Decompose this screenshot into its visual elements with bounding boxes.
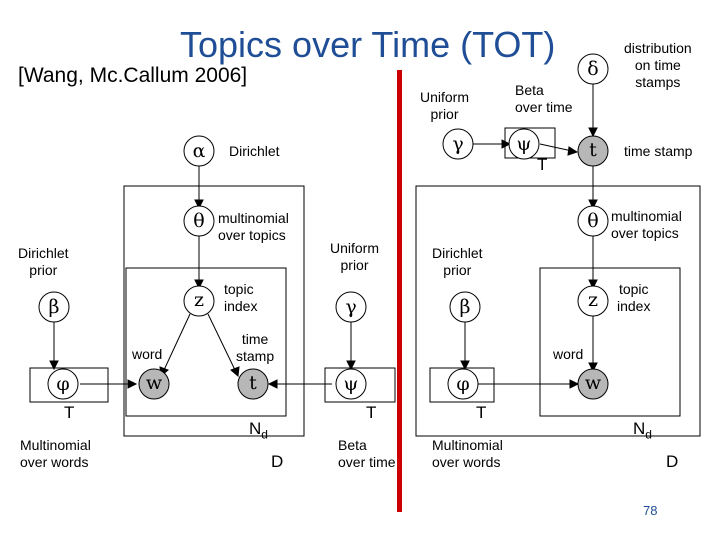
arrowhead <box>569 379 580 389</box>
plate-T-phi-left <box>29 367 109 403</box>
arrowhead <box>588 199 598 210</box>
arrowhead <box>267 379 278 389</box>
symbol-t-right: t <box>589 139 597 161</box>
symbol-psi-right: ψ <box>517 133 532 155</box>
node-phi-right <box>447 368 479 400</box>
page-title: Topics over Time (TOT) <box>180 24 556 65</box>
edge-z-t <box>207 313 236 371</box>
arrowhead <box>501 139 512 149</box>
symbol-w: w <box>146 372 163 394</box>
node-theta-right <box>577 205 609 237</box>
citation: [Wang, Mc.Callum 2006] <box>18 64 248 87</box>
node-delta <box>577 53 609 85</box>
arrowhead <box>460 360 470 371</box>
label-word-right: word <box>553 346 584 362</box>
plate-D-right <box>415 185 701 437</box>
arrowhead <box>194 279 204 290</box>
node-phi <box>47 368 79 400</box>
plate-Nd-right <box>539 267 681 417</box>
symbol-t: t <box>249 372 257 394</box>
arrowhead <box>588 127 598 138</box>
arrowhead <box>49 360 59 371</box>
plate-label-T-psi: T <box>366 403 377 422</box>
node-beta <box>38 291 70 323</box>
page-number: 78 <box>643 503 658 518</box>
symbol-z: z <box>194 289 204 311</box>
label-dirichlet: Dirichlet <box>229 143 280 159</box>
node-t <box>237 368 269 400</box>
arrowhead <box>346 360 356 371</box>
node-w <box>138 368 170 400</box>
node-psi <box>335 368 367 400</box>
node-alpha <box>183 135 215 167</box>
label-word: word <box>132 346 163 362</box>
plate-T-psi-left <box>324 367 396 403</box>
plate-Nd-left <box>125 267 287 417</box>
divider-line <box>397 70 402 512</box>
plate-D-left <box>123 185 305 437</box>
symbol-psi: ψ <box>344 373 359 395</box>
arrowhead <box>567 146 579 156</box>
arrowhead <box>588 279 598 290</box>
edge-z-w <box>163 313 191 371</box>
node-psi-right <box>508 128 540 160</box>
plate-label-T-left: T <box>64 403 75 422</box>
plate-label-D-right: D <box>666 452 679 471</box>
node-t-right <box>577 135 609 167</box>
symbol-beta-right: β <box>460 296 471 318</box>
plate-label-Nd-right: Nd <box>633 419 652 442</box>
edge-psi-t-top <box>539 143 573 152</box>
symbol-theta-right: θ <box>587 210 598 232</box>
symbol-phi: φ <box>56 373 69 395</box>
plate-T-phi-right <box>429 367 495 403</box>
symbol-gamma-right: γ <box>452 133 463 155</box>
arrowhead <box>127 379 138 389</box>
plate-label-Nd-left: Nd <box>249 419 268 442</box>
symbol-w-right: w <box>585 372 602 394</box>
node-w-right <box>577 368 609 400</box>
symbol-alpha: α <box>193 140 206 162</box>
plate-label-T-phi-right: T <box>476 403 487 422</box>
arrowhead <box>230 366 240 377</box>
node-gamma-right <box>442 128 474 160</box>
node-beta-right <box>449 291 481 323</box>
symbol-z-right: z <box>588 289 598 311</box>
symbol-gamma: γ <box>345 296 356 318</box>
symbol-beta: β <box>49 296 60 318</box>
symbol-phi-right: φ <box>456 373 469 395</box>
node-theta <box>183 205 215 237</box>
plate-label-D-left: D <box>271 452 284 471</box>
node-z-right <box>577 285 609 317</box>
symbol-delta: δ <box>587 58 598 80</box>
node-z <box>183 285 215 317</box>
label-time-stamp-right: time stamp <box>624 143 693 159</box>
node-gamma <box>335 291 367 323</box>
symbol-theta: θ <box>193 210 204 232</box>
arrowhead <box>588 362 598 373</box>
plate-label-T-top: T <box>537 155 548 174</box>
arrowhead <box>194 199 204 210</box>
